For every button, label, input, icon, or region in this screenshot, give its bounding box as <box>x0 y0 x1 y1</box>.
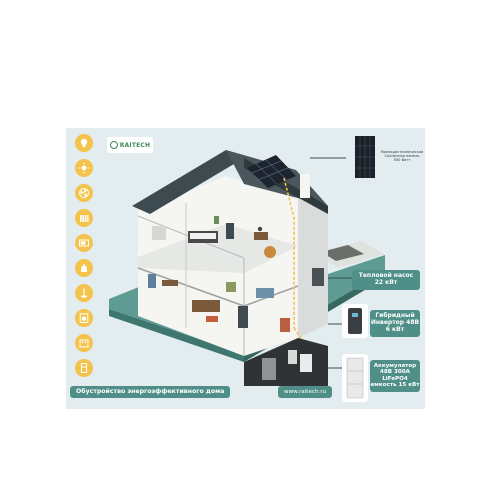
kitchen-counter <box>162 280 178 286</box>
rug <box>206 316 218 322</box>
plant <box>214 216 219 224</box>
fireplace <box>238 306 248 328</box>
energy-line <box>283 177 295 328</box>
fridge <box>148 274 156 288</box>
basement-door <box>262 358 276 380</box>
house-illustration <box>109 136 385 402</box>
sun-icon[interactable] <box>75 159 93 177</box>
chimney <box>300 174 310 198</box>
inverter-product <box>348 308 362 334</box>
wardrobe <box>226 223 234 239</box>
inverter-label: Гибридный Инвертор 48В 6 кВт <box>370 310 420 337</box>
desk <box>254 232 268 240</box>
stove-icon[interactable] <box>75 334 93 352</box>
heater-icon[interactable] <box>75 209 93 227</box>
basement-inverter <box>288 350 297 364</box>
roof-left <box>132 150 244 214</box>
fan-icon[interactable] <box>75 184 93 202</box>
table-round <box>264 246 276 258</box>
heat-pump-unit <box>312 268 324 286</box>
dining-table <box>256 288 274 298</box>
lawn-edge <box>109 309 244 362</box>
poster: RAITECH <box>66 128 425 409</box>
lightbulb-icon[interactable] <box>75 134 93 152</box>
microwave-icon[interactable] <box>75 234 93 252</box>
washing-machine-icon[interactable] <box>75 309 93 327</box>
sofa <box>192 300 220 312</box>
kettle-icon[interactable] <box>75 259 93 277</box>
footer-url[interactable]: www.raitech.ru <box>278 386 333 398</box>
bookshelf <box>226 282 236 292</box>
fridge-icon[interactable] <box>75 359 93 377</box>
footer-title: Обустройство энергоэффективного дома <box>70 386 231 398</box>
battery-label: Аккумулятор 48В 300А LiFePO4 емкость 15 … <box>370 360 420 392</box>
battery-product <box>346 357 364 399</box>
brand-logo: RAITECH <box>107 137 153 153</box>
basement-battery <box>300 354 312 372</box>
bathroom <box>152 226 166 240</box>
logo-text: RAITECH <box>119 141 151 149</box>
logo-mark-icon <box>109 141 118 149</box>
heat-pump-label: Тепловой насос 22 кВт <box>352 270 420 290</box>
vacuum-icon[interactable] <box>75 284 93 302</box>
solar-panel-label: Монокристаллическая Солнечная панель 550… <box>380 150 424 163</box>
armchair <box>280 318 290 332</box>
outdoor-grill <box>321 245 364 261</box>
